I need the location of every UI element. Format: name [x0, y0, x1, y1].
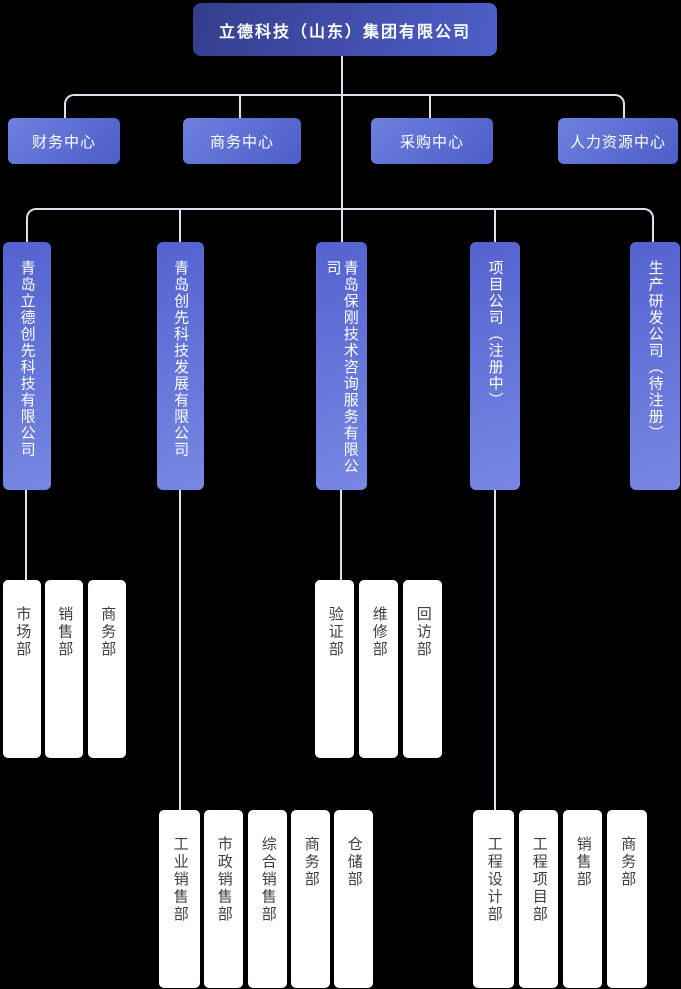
org-node-dept: 销售部 — [563, 810, 602, 988]
org-node-dept-label: 商务部 — [99, 606, 117, 659]
connector-depts-company-0 — [25, 490, 27, 580]
org-node-dept: 回访部 — [403, 580, 442, 758]
connector-company-3-leg — [494, 210, 496, 242]
org-node-center-label: 财务中心 — [31, 133, 96, 151]
org-node-dept: 综合销售部 — [248, 810, 287, 988]
org-node-company-4: 生产研发公司（待注册） — [630, 242, 680, 490]
connector-company-1-leg — [179, 210, 181, 242]
connector-depts-company-1 — [179, 490, 181, 810]
org-node-center-business: 商务中心 — [183, 118, 301, 164]
org-node-company-0: 青岛立德创先科技有限公司 — [3, 242, 51, 490]
org-node-dept-label: 商务部 — [302, 836, 320, 889]
org-node-center-hr: 人力资源中心 — [558, 118, 678, 164]
connector-root-stem — [341, 56, 343, 242]
org-node-dept-label: 验证部 — [326, 606, 344, 659]
org-node-company-label: 生产研发公司（待注册） — [646, 260, 664, 442]
org-node-company-1: 青岛创先科技发展有限公司 — [157, 242, 204, 490]
org-node-center-label: 商务中心 — [209, 133, 274, 151]
org-node-dept: 商务部 — [607, 810, 647, 988]
org-node-dept-label: 仓储部 — [345, 836, 363, 889]
org-node-dept-label: 工业销售部 — [171, 836, 189, 924]
connector-center-1-leg — [239, 96, 241, 118]
connector-depts-company-2 — [340, 490, 342, 580]
org-node-dept-label: 综合销售部 — [259, 836, 277, 924]
org-node-dept-label: 市场部 — [14, 606, 32, 659]
org-node-center-label: 采购中心 — [399, 133, 464, 151]
org-node-dept-label: 回访部 — [414, 606, 432, 659]
connector-bus-companies — [26, 208, 654, 242]
connector-bus-centers — [64, 94, 625, 118]
org-node-dept: 工程项目部 — [519, 810, 558, 988]
org-node-center-finance: 财务中心 — [8, 118, 120, 164]
org-node-company-label: 青岛保刚技术咨询服务有限公司 — [324, 260, 359, 475]
org-node-dept: 维修部 — [359, 580, 398, 758]
org-node-dept-label: 市政销售部 — [215, 836, 233, 924]
org-node-dept-label: 维修部 — [370, 606, 388, 659]
org-node-dept: 仓储部 — [334, 810, 373, 988]
org-node-dept: 工业销售部 — [159, 810, 200, 988]
org-node-dept: 销售部 — [45, 580, 83, 758]
connector-center-2-leg — [429, 96, 431, 118]
org-node-dept: 市政销售部 — [204, 810, 243, 988]
org-node-dept-label: 销售部 — [56, 606, 74, 659]
connector-depts-company-3 — [494, 490, 496, 810]
org-node-dept: 商务部 — [88, 580, 126, 758]
org-node-dept-label: 工程设计部 — [485, 836, 503, 924]
org-node-dept: 工程设计部 — [473, 810, 514, 988]
org-node-dept: 商务部 — [291, 810, 330, 988]
org-node-company-2: 青岛保刚技术咨询服务有限公司 — [316, 242, 367, 490]
org-node-root: 立德科技（山东）集团有限公司 — [193, 3, 497, 56]
org-node-company-label: 项目公司（注册中） — [486, 260, 504, 409]
org-node-root-label: 立德科技（山东）集团有限公司 — [218, 23, 471, 41]
org-node-company-label: 青岛创先科技发展有限公司 — [172, 260, 190, 458]
org-node-company-label: 青岛立德创先科技有限公司 — [18, 260, 36, 458]
org-node-dept: 市场部 — [3, 580, 41, 758]
org-node-center-label: 人力资源中心 — [569, 133, 666, 151]
org-node-center-procurement: 采购中心 — [371, 118, 493, 164]
org-node-dept: 验证部 — [315, 580, 354, 758]
org-node-dept-label: 销售部 — [574, 836, 592, 889]
org-node-dept-label: 工程项目部 — [530, 836, 548, 924]
org-node-dept-label: 商务部 — [619, 836, 637, 889]
org-node-company-3: 项目公司（注册中） — [470, 242, 520, 490]
